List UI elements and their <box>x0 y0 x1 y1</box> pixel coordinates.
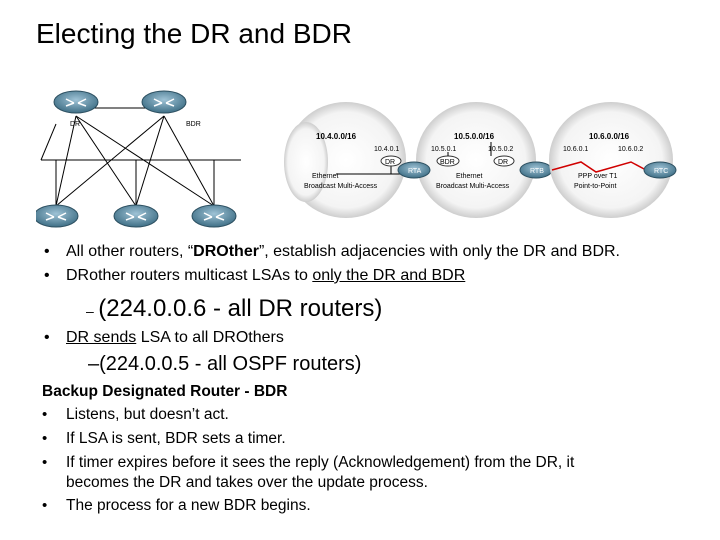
bdr-label: BDR <box>186 121 201 128</box>
router-dr-icon <box>53 90 99 114</box>
ospf-topology-figure: DR BDR 10.4.0.0/16 10.4.0.1 Ethernet Bro… <box>36 90 677 228</box>
rtc-label: RTC <box>654 168 668 175</box>
bullet-dot: • <box>42 430 48 447</box>
network-1-title: 10.4.0.0/16 <box>316 132 357 141</box>
router-drother-1-icon <box>36 204 79 228</box>
slide-title: Electing the DR and BDR <box>36 18 352 49</box>
router-rtc-icon: RTC <box>643 161 677 179</box>
network-2-type2: Broadcast Multi-Access <box>436 183 510 190</box>
bullet-dot: • <box>42 497 48 514</box>
rta-label: RTA <box>408 168 422 175</box>
network-2-type1: Ethernet <box>456 173 483 180</box>
network-2-role-left: BDR <box>440 159 455 166</box>
sub-item-ospf-multicast: –(224.0.0.5 - all OSPF routers) <box>88 353 362 375</box>
bullet-dot: • <box>44 243 50 260</box>
network-cloud-1: 10.4.0.0/16 10.4.0.1 Ethernet Broadcast … <box>284 102 436 218</box>
router-drother-2-icon <box>113 204 159 228</box>
network-1-addr: 10.4.0.1 <box>374 146 399 153</box>
network-3-type1: PPP over T1 <box>578 173 618 180</box>
network-cloud-2: 10.5.0.0/16 10.5.0.1 10.5.0.2 Ethernet B… <box>416 102 536 218</box>
router-rtb-icon: RTB <box>519 161 553 179</box>
bullet-dot: • <box>42 406 48 423</box>
network-cloud-3: 10.6.0.0/16 10.6.0.1 10.6.0.2 PPP over T… <box>549 102 673 218</box>
dr-label: DR <box>70 121 80 128</box>
router-rta-icon: RTA <box>397 161 431 179</box>
network-1-role: DR <box>385 159 395 166</box>
network-1-type2: Broadcast Multi-Access <box>304 183 378 190</box>
network-2-role-right: DR <box>498 159 508 166</box>
bullet-dot: • <box>44 267 50 284</box>
router-drother-3-icon <box>191 204 237 228</box>
network-1-type1: Ethernet <box>312 173 339 180</box>
network-3-title: 10.6.0.0/16 <box>589 132 630 141</box>
left-network-diagram <box>40 107 241 207</box>
network-3-addr-left: 10.6.0.1 <box>563 146 588 153</box>
bdr-section-header: Backup Designated Router - BDR <box>42 383 288 400</box>
rtb-label: RTB <box>530 168 544 175</box>
network-3-type2: Point-to-Point <box>574 183 616 190</box>
network-2-addr-left: 10.5.0.1 <box>431 146 456 153</box>
network-3-addr-right: 10.6.0.2 <box>618 146 643 153</box>
network-2-title: 10.5.0.0/16 <box>454 132 495 141</box>
network-2-addr-right: 10.5.0.2 <box>488 146 513 153</box>
router-bdr-icon <box>141 90 187 114</box>
bullet-dot: • <box>42 454 48 471</box>
sub-item-dr-multicast: – (224.0.0.6 - all DR routers) <box>86 295 383 322</box>
bullet-dot: • <box>44 329 50 346</box>
